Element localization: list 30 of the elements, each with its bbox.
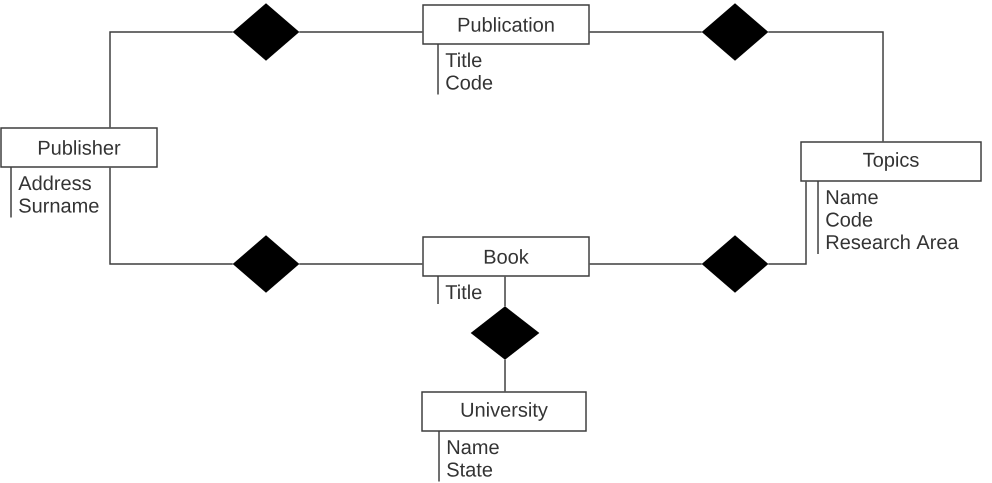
connector-line bbox=[504, 360, 506, 392]
attribute-text: Code bbox=[446, 75, 492, 90]
connector-line bbox=[768, 182, 807, 265]
relationship-diamond bbox=[232, 3, 300, 61]
entity-box: University bbox=[421, 391, 587, 432]
connector-line bbox=[590, 263, 702, 265]
attribute-text: Title bbox=[446, 52, 482, 68]
attribute-text: Title bbox=[446, 284, 482, 300]
attribute-text: Name bbox=[826, 190, 878, 204]
attribute-text: State bbox=[447, 462, 492, 477]
attribute-text: Code bbox=[826, 212, 872, 227]
connector-line bbox=[768, 31, 884, 142]
connector-line bbox=[109, 31, 233, 128]
connector-line bbox=[299, 31, 422, 33]
connector-line bbox=[504, 276, 506, 306]
entity-box: Publisher bbox=[0, 127, 158, 168]
entity-box: Topics bbox=[800, 141, 982, 182]
relationship-diamond bbox=[702, 235, 768, 293]
entity-box: Publication bbox=[422, 4, 590, 45]
relationship-diamond bbox=[702, 3, 768, 61]
attribute-text: Address bbox=[18, 176, 91, 190]
connector-line bbox=[590, 31, 702, 33]
relationship-diamond bbox=[470, 306, 540, 360]
attribute-text: Research Area bbox=[826, 234, 959, 250]
connector-line bbox=[109, 168, 233, 265]
entity-box: Book bbox=[422, 236, 590, 277]
attribute-text: Surname bbox=[19, 198, 99, 213]
relationship-diamond bbox=[232, 235, 300, 293]
attribute-text: Name bbox=[448, 440, 499, 454]
connector-line bbox=[299, 263, 422, 265]
